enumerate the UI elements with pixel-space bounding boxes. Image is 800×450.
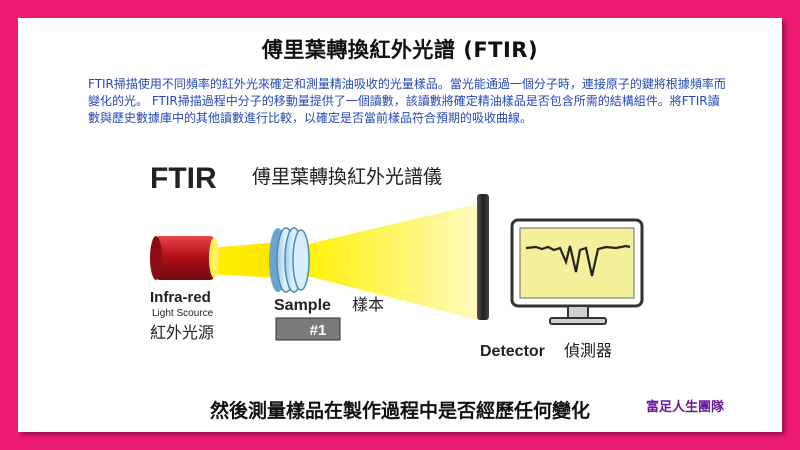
absorption-curve — [525, 244, 631, 277]
monitor-icon — [510, 218, 644, 325]
source-label-en: Infra-red — [150, 289, 211, 306]
source-label-cjk: 紅外光源 — [150, 323, 214, 342]
description-paragraph: FTIR掃描使用不同頻率的紅外光來確定和測量精油吸收的光量樣品。當光能通過一個分… — [88, 77, 726, 125]
light-beam-sample — [300, 204, 478, 320]
sample-label-en: Sample — [274, 297, 331, 314]
light-beam-source — [210, 242, 280, 278]
sample-id-badge — [275, 317, 341, 341]
slide-title: 傅里葉轉換紅外光譜 (FTIR) — [261, 38, 539, 62]
detector-label-en: Detector — [480, 343, 545, 360]
diagram-heading-cjk: 傅里葉轉換紅外光譜儀 — [252, 166, 442, 188]
video-subtitle: 然後測量樣品在製作過程中是否經歷任何變化 — [209, 400, 590, 422]
infrared-emitter — [156, 236, 214, 280]
brand-watermark: 富足人生團隊 — [646, 400, 725, 415]
infrared-emitter-face — [150, 236, 162, 280]
infrared-emitter-lens — [209, 238, 219, 278]
detector-plate — [477, 194, 489, 320]
ftir-diagram: FTIR 傅里葉轉換紅外光譜儀 Infra-red Light Scource … — [150, 162, 644, 360]
sample-id-text: #1 — [310, 322, 327, 339]
sample-label-cjk: 樣本 — [352, 295, 384, 314]
sample-lens-icon — [269, 227, 310, 293]
source-sublabel-en: Light Scource — [152, 308, 214, 319]
detector-label-cjk: 偵測器 — [564, 341, 612, 360]
diagram-heading-latin: FTIR — [150, 162, 217, 195]
